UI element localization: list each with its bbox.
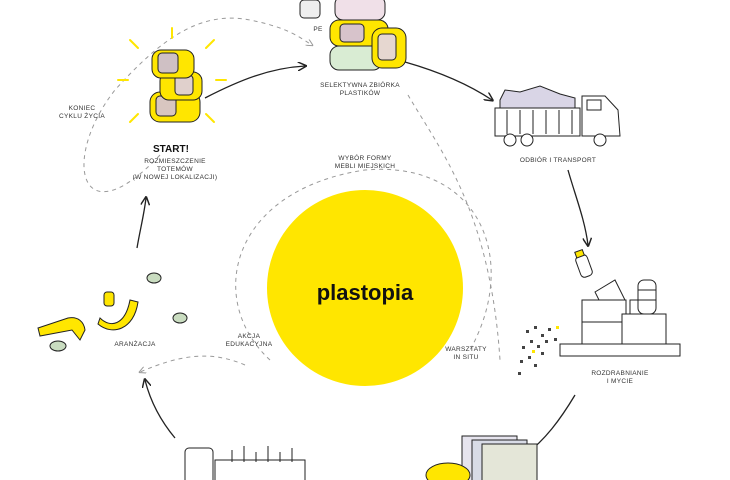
arrow-transport-to-shredding — [567, 169, 588, 245]
arrow-start-to-collection — [204, 66, 305, 99]
plastic-sheets-icon — [425, 435, 538, 480]
collection-totem-icon — [299, 0, 407, 71]
pe-label: PE — [313, 26, 323, 33]
totem-icon — [149, 49, 203, 123]
truck-icon — [494, 85, 621, 147]
machine-icon — [184, 446, 306, 480]
shredder-icon — [559, 279, 681, 357]
inner-dashed-loop — [235, 168, 492, 361]
arrow-arrangement-to-start — [136, 198, 146, 249]
bench-pieces-icon — [37, 272, 188, 352]
arrangement-label: ARANŻACJA — [114, 341, 156, 348]
sunburst-icon — [117, 27, 227, 123]
arrow-collection-to-transport — [404, 61, 492, 100]
collection-dashed-line — [407, 94, 501, 361]
education-dashed-arrow — [140, 355, 246, 372]
plastopia-title: plastopia — [316, 280, 414, 305]
arrow-production-to-arrangement — [145, 380, 176, 439]
end-of-life-dashed-arrow — [83, 17, 312, 193]
pellets-icon — [518, 326, 559, 375]
transport-label: ODBIÓR I TRANSPORT — [519, 157, 597, 164]
start-label: START! — [153, 144, 189, 155]
bottle-icon — [574, 248, 593, 278]
plastopia-circle — [267, 190, 463, 386]
